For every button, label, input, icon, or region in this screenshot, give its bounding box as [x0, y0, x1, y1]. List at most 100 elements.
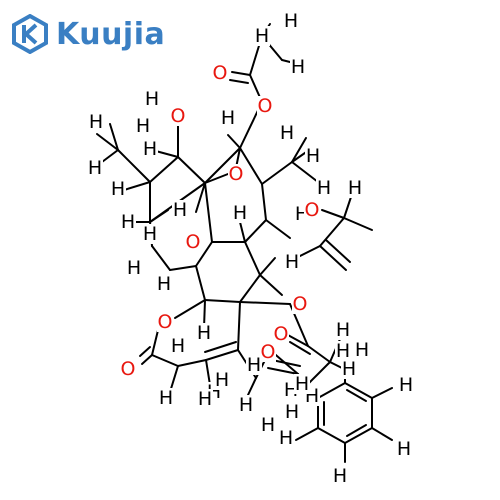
oxygen-atom-label: O	[186, 231, 201, 253]
atom-label-backdrop	[260, 415, 276, 435]
hydrogen-atom-label: H	[127, 257, 141, 279]
atom-label-backdrop	[238, 395, 254, 415]
oxygen-atom-label: O	[229, 163, 244, 185]
atom-labels: HHHOOHOHHHHHHOHHHHHHHHHOHOHHOOHOOOHHHHHO…	[87, 10, 414, 487]
oxygen-atom-label: O	[158, 311, 173, 333]
atom-label-backdrop	[156, 274, 172, 294]
hydrogen-atom-label: H	[306, 145, 320, 167]
atom-label-backdrop	[284, 252, 300, 272]
atom-label-backdrop	[347, 178, 363, 198]
atom-label-backdrop	[142, 224, 158, 244]
hydrogen-atom-label: H	[143, 223, 157, 245]
hydrogen-atom-label: H	[291, 56, 305, 78]
hydrogen-atom-label: H	[88, 157, 102, 179]
atom-label-backdrop	[335, 341, 351, 361]
brand-name: Kuujia	[56, 16, 166, 52]
hydrogen-atom-label: H	[215, 369, 229, 391]
hydrogen-atom-label: H	[342, 358, 356, 380]
hydrogen-atom-label: H	[348, 177, 362, 199]
atom-label-backdrop	[290, 57, 306, 77]
atom-label-backdrop	[158, 388, 174, 408]
hydrogen-atom-label: H	[239, 394, 253, 416]
oxygen-atom-label: O	[258, 95, 273, 117]
atom-label-backdrop	[398, 375, 414, 395]
atom-label-backdrop	[220, 108, 236, 128]
hydrogen-atom-label: H	[261, 414, 275, 436]
atom-label-backdrop	[292, 294, 308, 314]
hydrogen-atom-label: H	[145, 88, 159, 110]
atom-label-backdrop	[170, 106, 186, 126]
hydrogen-atom-label: H	[247, 354, 261, 376]
hydrogen-atom-label: H	[285, 251, 299, 273]
hydrogen-atom-label: H	[171, 335, 185, 357]
oxygen-atom-label: O	[121, 358, 136, 380]
oxygen-atom-label: O	[274, 323, 289, 345]
atom-label-backdrop	[214, 370, 230, 390]
hydrogen-atom-label: H	[317, 177, 331, 199]
atom-label-backdrop	[212, 63, 228, 83]
hydrogen-atom-label: H	[336, 319, 350, 341]
atom-label-backdrop	[294, 374, 310, 394]
hydrogen-atom-label: H	[255, 25, 269, 47]
hydrogen-atom-label: H	[221, 107, 235, 129]
hydrogen-atom-label: H	[397, 438, 411, 460]
hydrogen-atom-label: H	[333, 465, 347, 487]
atom-label-backdrop	[157, 312, 173, 332]
hydrogen-atom-label: H	[295, 373, 309, 395]
hydrogen-atom-label: H	[280, 122, 294, 144]
oxygen-atom-label: O	[213, 62, 228, 84]
atom-label-backdrop	[144, 89, 160, 109]
atom-label-backdrop	[260, 342, 276, 362]
atom-label-backdrop	[354, 340, 370, 360]
atom-label-backdrop	[196, 323, 212, 343]
hexagon-k-icon	[12, 14, 48, 54]
atom-label-backdrop	[197, 389, 213, 409]
atom-label-backdrop	[126, 258, 142, 278]
oxygen-atom-label: O	[305, 199, 320, 221]
atom-label-backdrop	[142, 139, 158, 159]
atom-label-backdrop	[246, 355, 262, 375]
atom-label-backdrop	[228, 164, 244, 184]
atom-label-backdrop	[396, 439, 412, 459]
hydrogen-atom-label: H	[157, 273, 171, 295]
atom-label-backdrop	[110, 179, 126, 199]
atom-label-backdrop	[257, 96, 273, 116]
hydrogen-atom-label: H	[279, 427, 293, 449]
atom-label-backdrop	[278, 428, 294, 448]
atom-label-backdrop	[316, 178, 332, 198]
brand-logo: Kuujia	[10, 12, 170, 56]
atom-label-backdrop	[304, 200, 320, 220]
hydrogen-atom-label: H	[285, 401, 299, 423]
atom-label-backdrop	[170, 336, 186, 356]
atom-label-backdrop	[305, 146, 321, 166]
hydrogen-atom-label: H	[284, 10, 298, 32]
atom-label-backdrop	[88, 112, 104, 132]
atom-label-backdrop	[120, 359, 136, 379]
atom-label-backdrop	[335, 320, 351, 340]
hydrogen-atom-label: H	[111, 178, 125, 200]
atom-label-backdrop	[284, 402, 300, 422]
hydrogen-atom-label: H	[121, 211, 135, 233]
atom-label-backdrop	[172, 200, 188, 220]
oxygen-atom-label: O	[171, 105, 186, 127]
oxygen-atom-label: O	[293, 293, 308, 315]
hydrogen-atom-label: H	[173, 199, 187, 221]
hydrogen-atom-label: H	[89, 111, 103, 133]
atom-label-backdrop	[332, 466, 348, 486]
hydrogen-atom-label: H	[355, 339, 369, 361]
atom-label-backdrop	[232, 203, 248, 223]
hydrogen-atom-label: H	[159, 387, 173, 409]
atom-label-backdrop	[283, 11, 299, 31]
atom-label-backdrop	[185, 232, 201, 252]
hydrogen-atom-label: H	[336, 340, 350, 362]
atom-label-backdrop	[273, 324, 289, 344]
hydrogen-atom-label: H	[197, 322, 211, 344]
oxygen-atom-label: O	[261, 341, 276, 363]
atom-label-backdrop	[279, 123, 295, 143]
hydrogen-atom-label: H	[198, 388, 212, 410]
hydrogen-atom-label: H	[136, 115, 150, 137]
atom-label-backdrop	[87, 158, 103, 178]
hydrogen-atom-label: H	[143, 138, 157, 160]
